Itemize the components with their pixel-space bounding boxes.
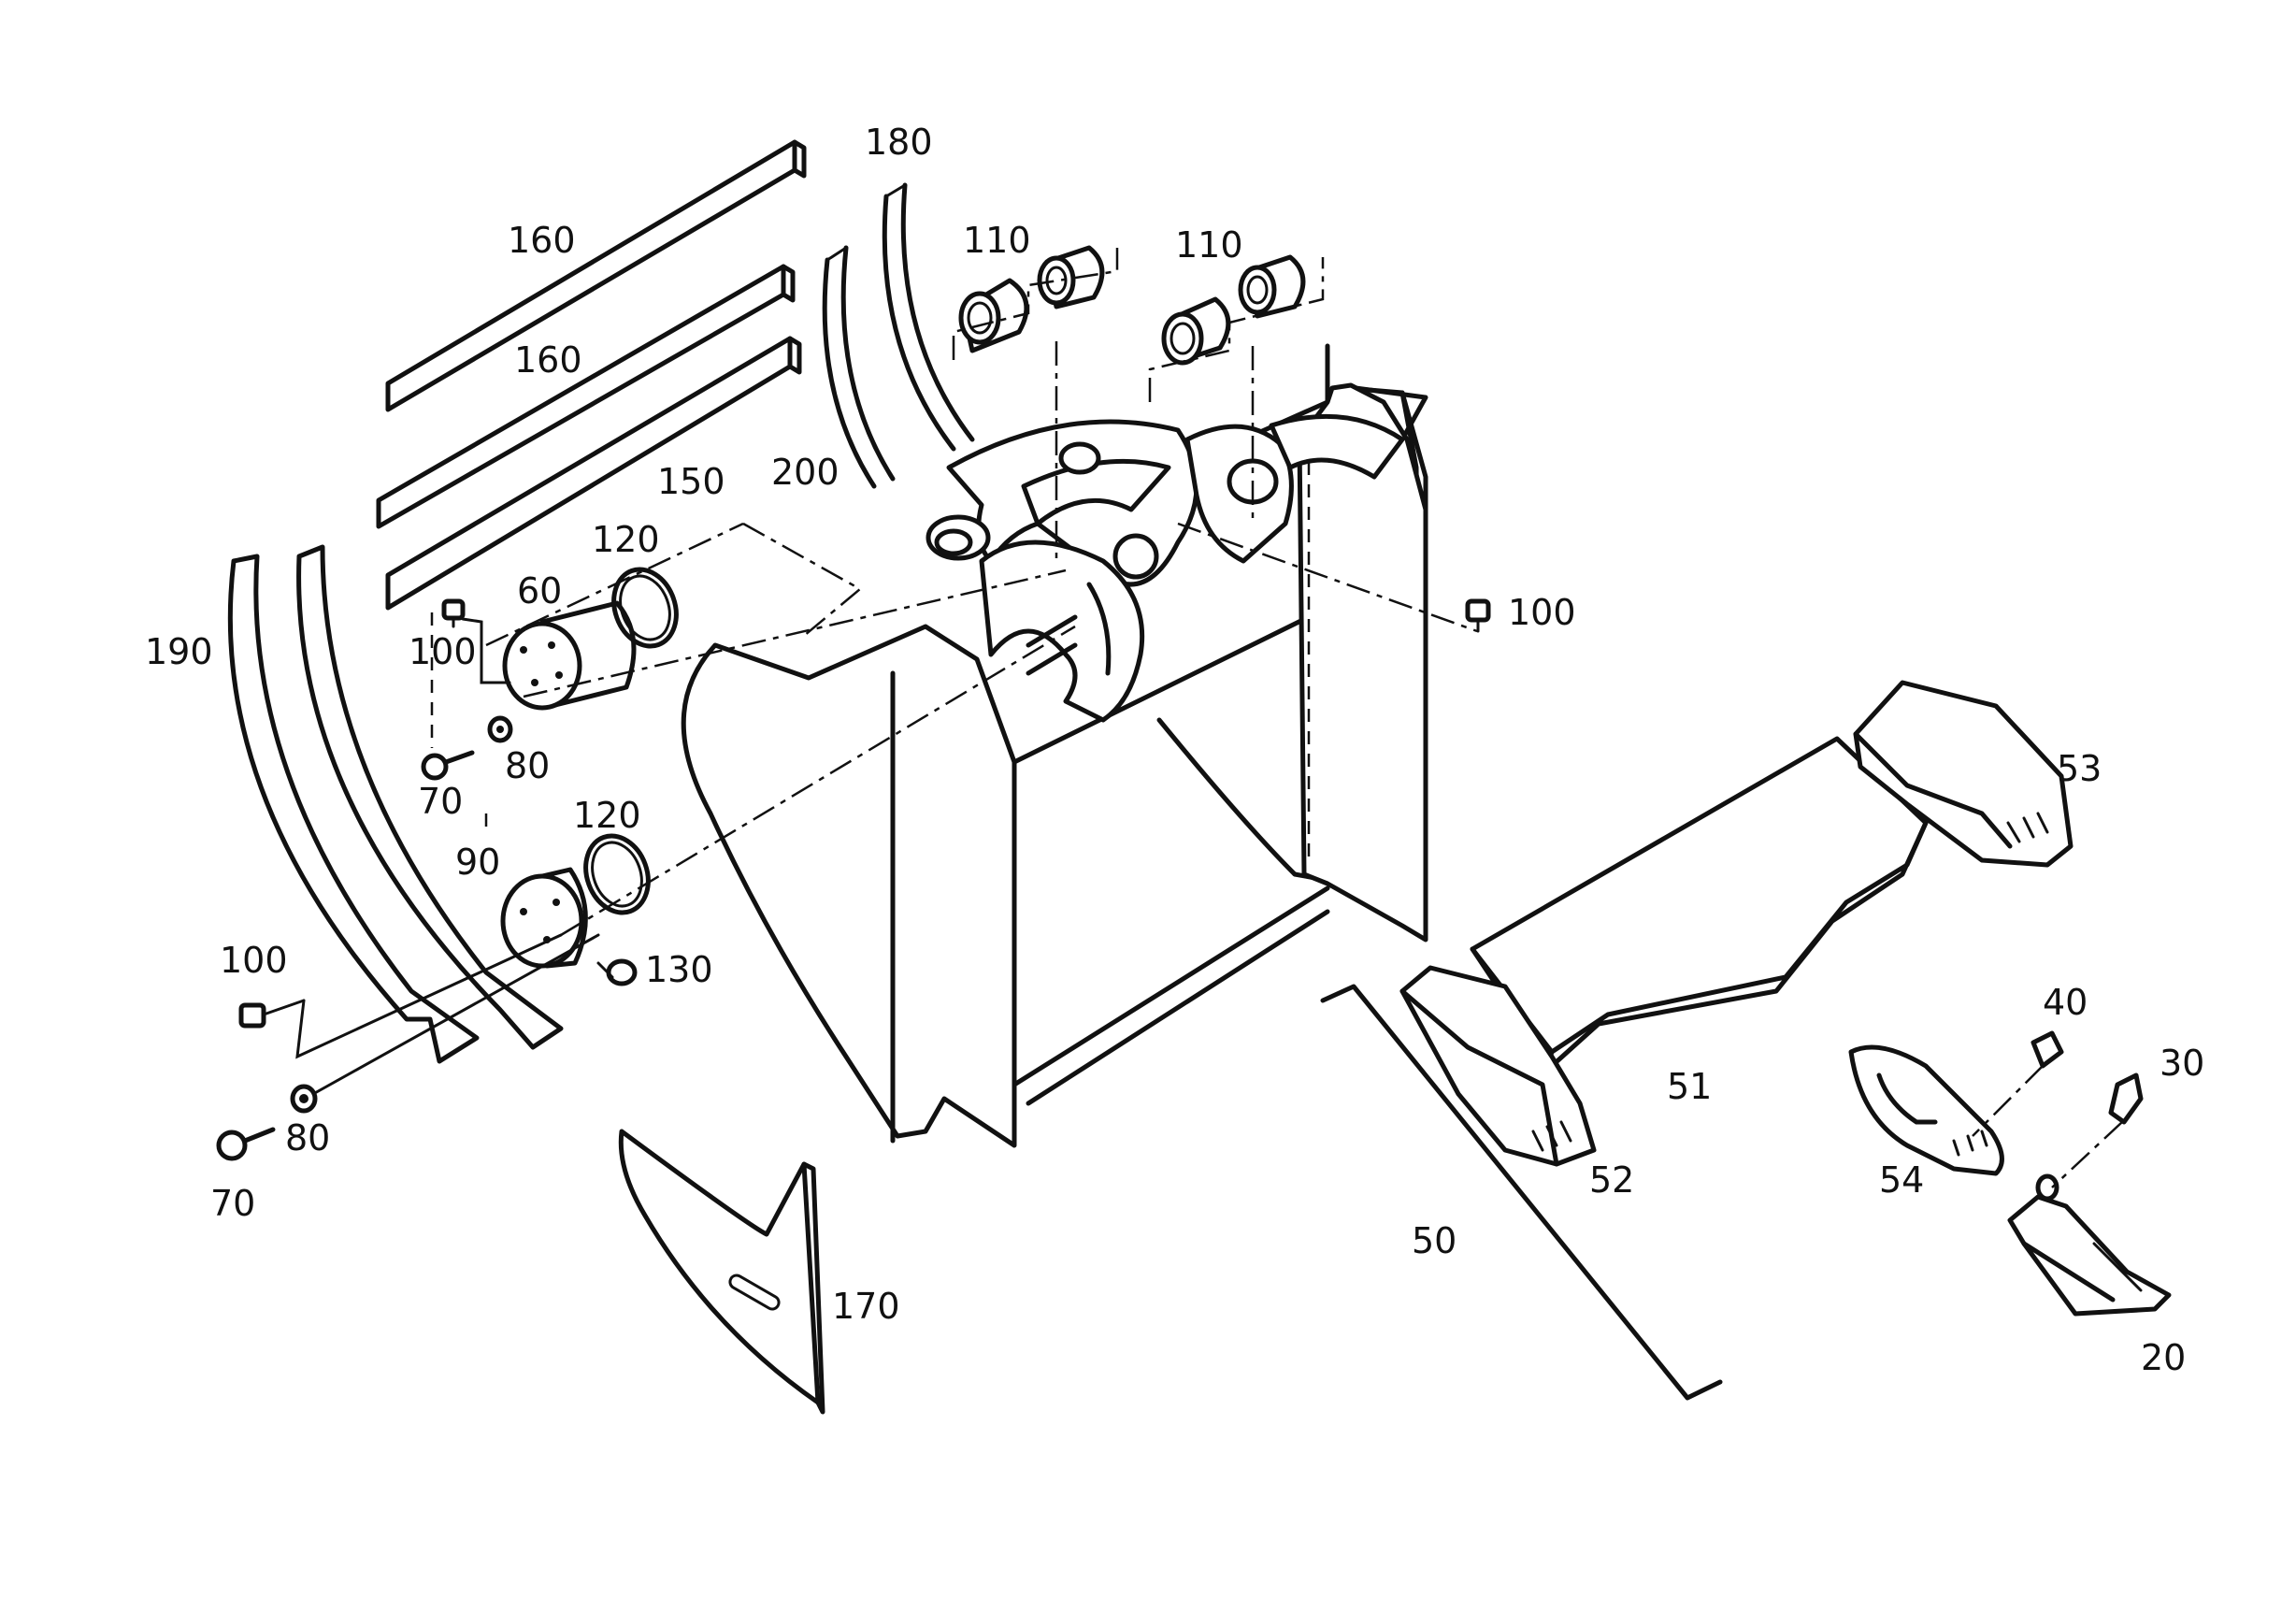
label-50: 50: [1412, 1220, 1457, 1261]
assembly-lines: [262, 522, 1478, 1096]
side-strip-200: [822, 245, 896, 489]
label-90: 90: [455, 842, 500, 883]
label-52: 52: [1589, 1159, 1634, 1201]
bushing-leader-lines: [952, 248, 1325, 561]
label-30: 30: [2160, 1043, 2204, 1084]
plug-130: [596, 958, 638, 986]
bushing-110-right-a: [1161, 296, 1231, 366]
washer-80-upper: [487, 715, 513, 743]
side-strip-190: [227, 544, 564, 1064]
bushing-110-left-b: [1037, 245, 1105, 309]
label-70-upper: 70: [418, 781, 463, 822]
cutting-edge-51: [1470, 736, 1929, 1069]
label-120-lower: 120: [573, 795, 641, 836]
label-53: 53: [2057, 748, 2102, 789]
label-60: 60: [517, 570, 562, 612]
bolt-70-lower: [216, 1127, 276, 1161]
label-100-upper: 100: [409, 631, 477, 672]
label-80-upper: 80: [505, 745, 550, 786]
label-110-right: 110: [1175, 224, 1243, 266]
wear-strip-150: [385, 336, 802, 611]
label-40: 40: [2043, 982, 2088, 1023]
label-120-upper: 120: [592, 519, 660, 560]
label-54: 54: [1879, 1159, 1924, 1201]
end-cover-lower: [500, 867, 588, 969]
o-ring-120-lower: [583, 833, 651, 915]
side-strip-180: [882, 182, 975, 452]
label-100-lower: 100: [220, 940, 288, 981]
tooth-adapter-52: [1399, 965, 1597, 1167]
label-110-left: 110: [963, 220, 1031, 261]
label-100-right: 100: [1508, 592, 1576, 633]
grease-nipple-100-lower: [238, 1002, 266, 1029]
bucket-body: [681, 343, 1428, 1148]
grease-nipple-100-upper: [441, 598, 466, 628]
pin-60: [502, 600, 637, 711]
bolt-70-upper: [421, 750, 475, 781]
o-ring-120-upper: [611, 567, 679, 649]
label-160-lower: 160: [514, 339, 582, 381]
group-bracket-50: [1320, 984, 1723, 1401]
label-160-upper: 160: [508, 220, 576, 261]
label-80-lower: 80: [285, 1117, 330, 1159]
side-cutter-170: [618, 1129, 825, 1415]
label-70-lower: 70: [210, 1183, 255, 1224]
grease-nipple-100-right: [1465, 598, 1491, 633]
label-51: 51: [1667, 1066, 1712, 1107]
tooth-adapter-53: [1853, 680, 2074, 868]
callout-labels: 180 160 160 150 110 110 200 120 60 100 1…: [145, 122, 2204, 1378]
pin-40: [2031, 1030, 2064, 1069]
label-130: 130: [645, 949, 713, 990]
washer-80-lower: [290, 1084, 318, 1114]
tooth-point-20: [2007, 1173, 2172, 1317]
label-200: 200: [771, 452, 839, 493]
bushing-110-right-b: [1238, 254, 1306, 319]
bushing-110-left-a: [958, 278, 1029, 353]
label-180: 180: [865, 122, 933, 163]
wear-strip-160-lower: [376, 264, 796, 529]
tooth-54: [1848, 1044, 2004, 1176]
label-170: 170: [832, 1286, 900, 1327]
wear-strip-160-upper: [385, 139, 807, 412]
retainer-30: [2108, 1072, 2144, 1125]
label-190: 190: [145, 631, 213, 672]
label-150: 150: [657, 461, 725, 502]
tooth-leader-lines: [1972, 1065, 2123, 1188]
label-20: 20: [2141, 1337, 2186, 1378]
